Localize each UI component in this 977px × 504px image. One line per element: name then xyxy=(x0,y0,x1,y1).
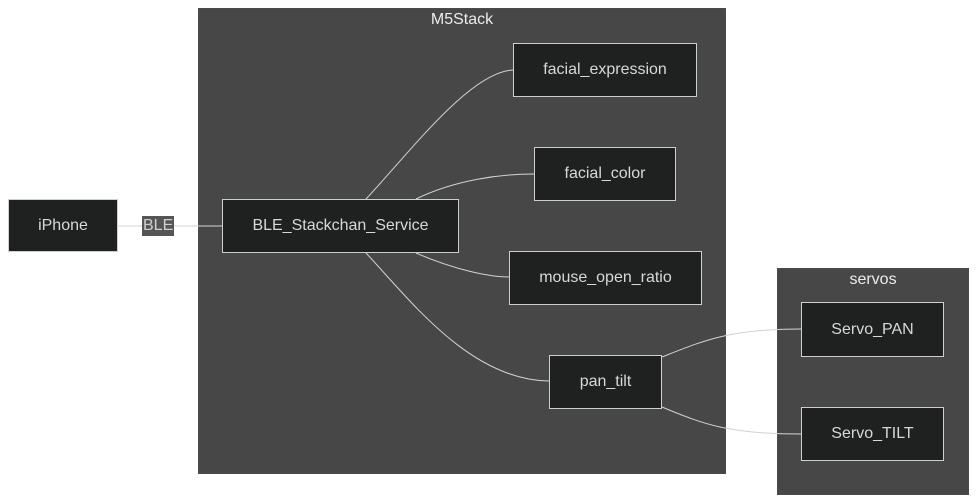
node-servo-pan[interactable]: Servo_PAN xyxy=(801,302,944,357)
node-facial-expression-label: facial_expression xyxy=(543,61,667,78)
cluster-title-servos: servos xyxy=(849,271,897,288)
node-mouse-open-ratio-label: mouse_open_ratio xyxy=(539,269,672,286)
node-facial-color-label: facial_color xyxy=(564,165,646,182)
node-ble-stackchan-service[interactable]: BLE_Stackchan_Service xyxy=(222,199,459,253)
node-servo-pan-label: Servo_PAN xyxy=(831,320,914,338)
node-ble-stackchan-service-label: BLE_Stackchan_Service xyxy=(252,217,429,234)
node-facial-color[interactable]: facial_color xyxy=(534,147,676,201)
node-pan-tilt[interactable]: pan_tilt xyxy=(549,355,662,409)
cluster-title-m5stack: M5Stack xyxy=(430,11,494,28)
node-iphone[interactable]: iPhone xyxy=(8,199,118,252)
node-pan-tilt-label: pan_tilt xyxy=(579,373,632,390)
node-servo-tilt[interactable]: Servo_TILT xyxy=(801,407,944,461)
node-servo-tilt-label: Servo_TILT xyxy=(831,425,914,442)
node-mouse-open-ratio[interactable]: mouse_open_ratio xyxy=(509,251,702,305)
node-facial-expression[interactable]: facial_expression xyxy=(513,43,697,97)
edge-label-ble: BLE xyxy=(142,216,175,236)
node-iphone-label: iPhone xyxy=(38,216,88,234)
